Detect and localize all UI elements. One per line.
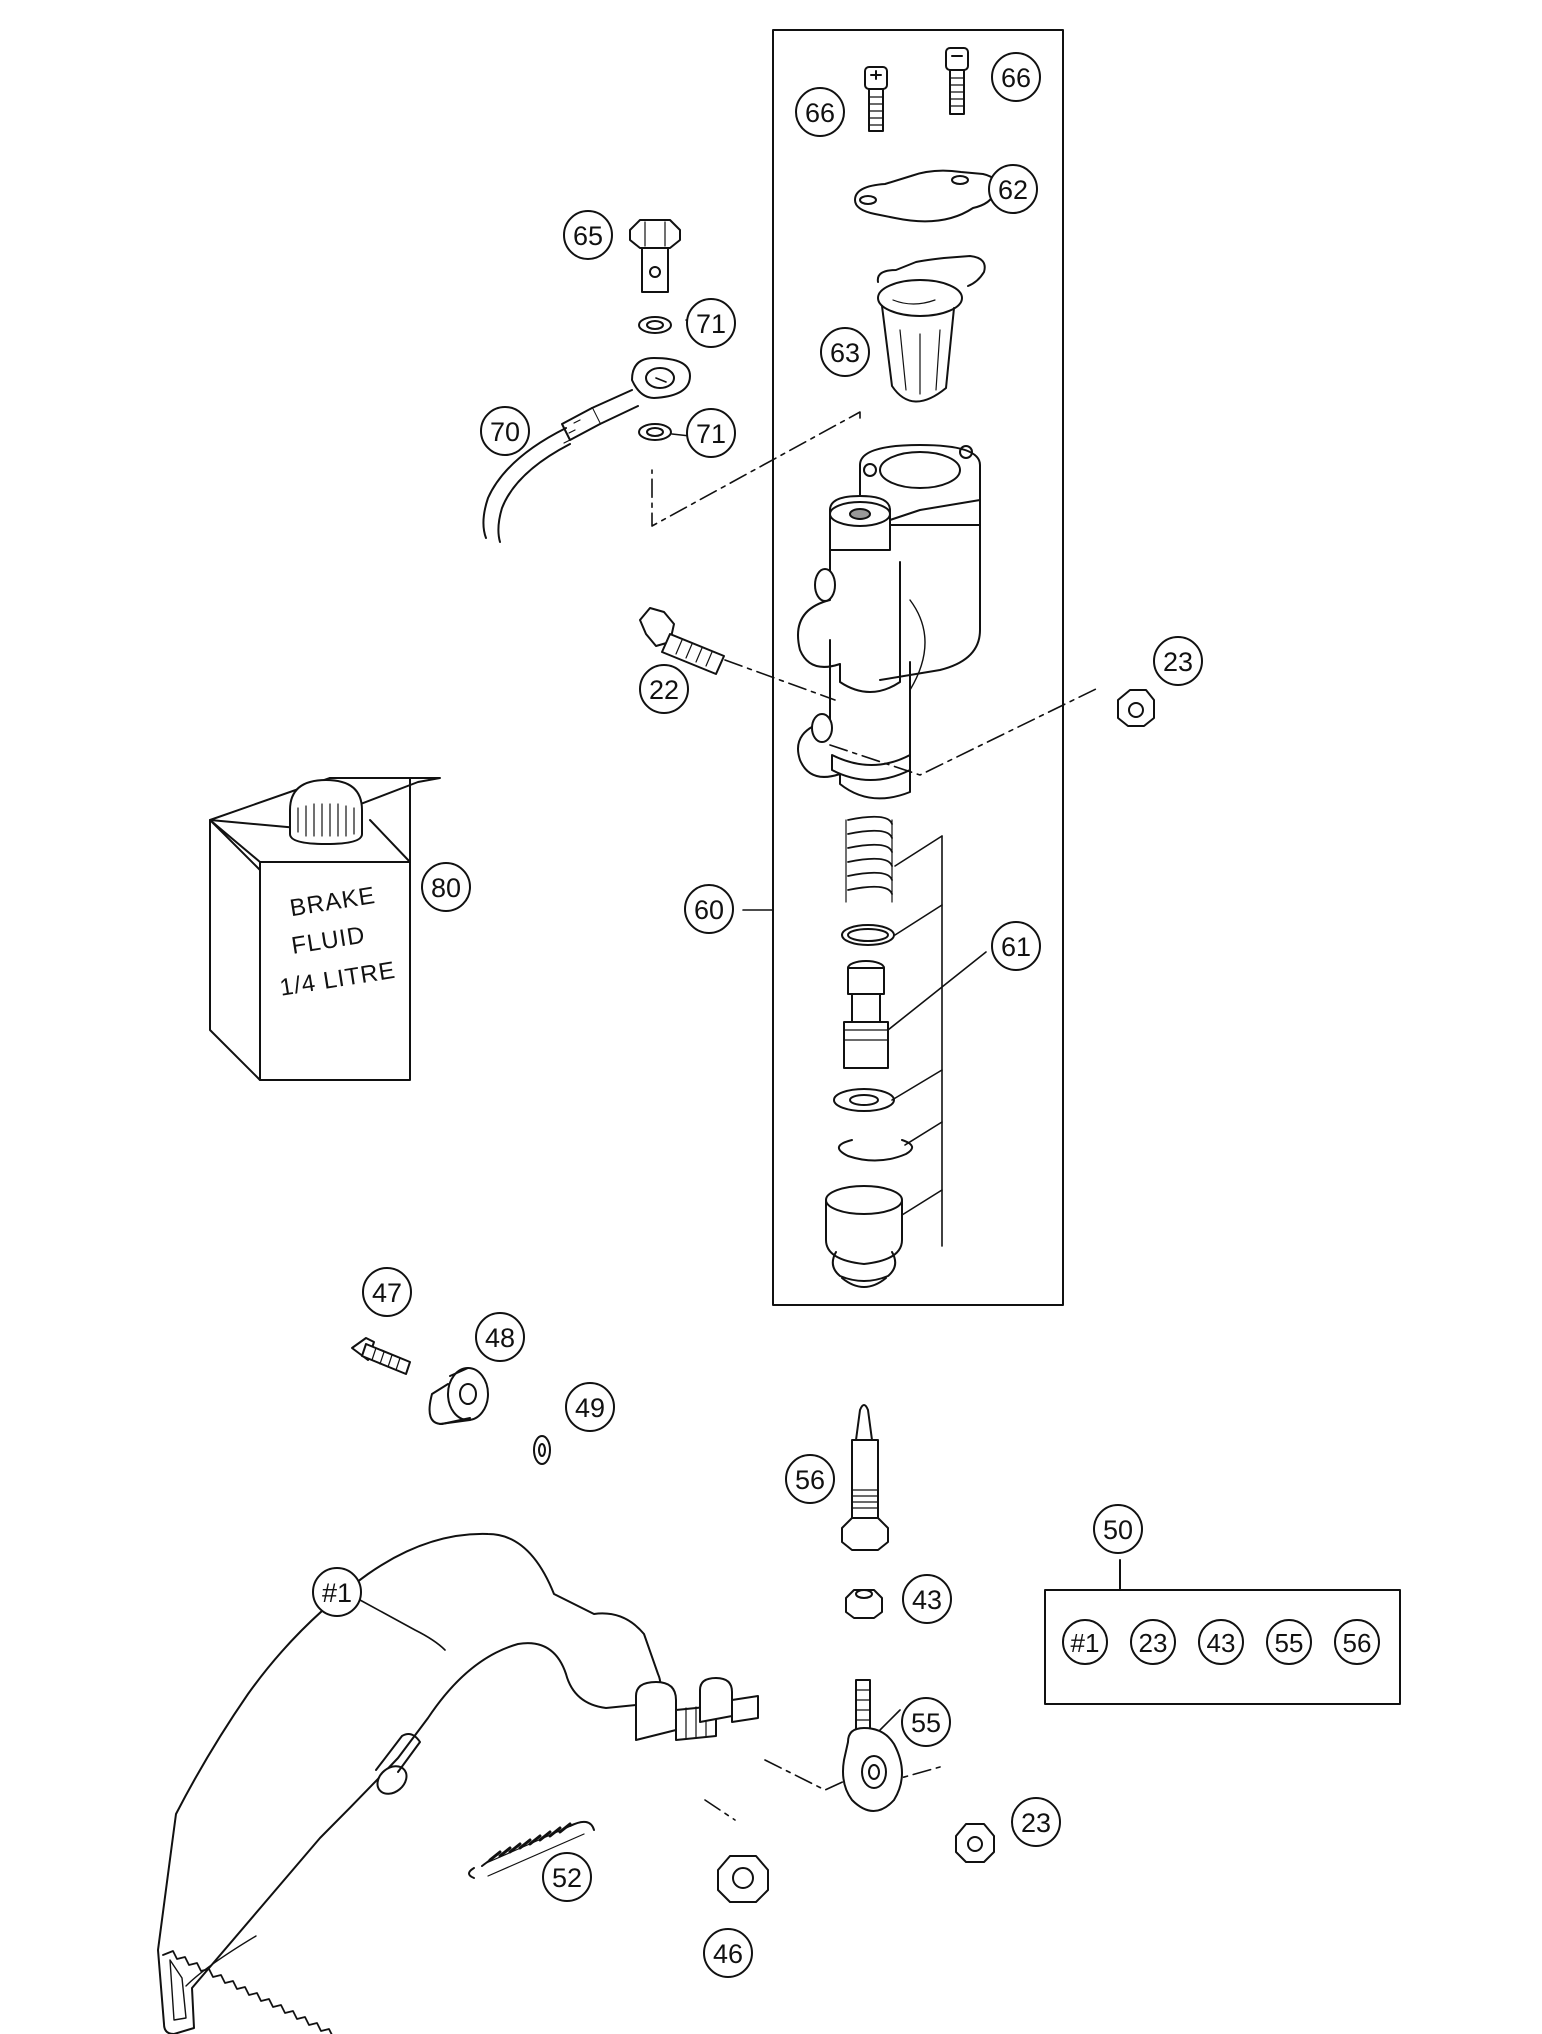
washer-71-upper-part [638, 316, 672, 334]
clevis-55-part [842, 1679, 903, 1812]
nut-46-part [717, 1855, 769, 1903]
nut-23-upper-part [1117, 689, 1155, 727]
callout-62: 62 [998, 175, 1028, 205]
callout-22: 22 [649, 675, 679, 705]
callout-70: 70 [490, 417, 520, 447]
kit-item-1: #1 [1071, 1628, 1100, 1658]
dust-boot-part [825, 1185, 903, 1288]
washer-49-part [533, 1435, 551, 1465]
callout-50: 50 [1103, 1515, 1133, 1545]
kit-contents-box [1044, 1589, 1401, 1705]
brake-pedal-1-part [157, 1532, 759, 2034]
reservoir-cover-62-part [854, 169, 998, 223]
o-ring-part [841, 924, 895, 946]
reservoir-diaphragm-63-part [876, 255, 986, 403]
callout-23-upper: 23 [1163, 647, 1193, 677]
callout-66-left: 66 [805, 98, 835, 128]
push-rod-56-part [841, 1404, 889, 1551]
nut-43-part [845, 1589, 883, 1619]
callout-55: 55 [911, 1708, 941, 1738]
callout-61: 61 [1001, 932, 1031, 962]
nut-23-lower-part [955, 1823, 995, 1863]
kit-60-leaders [742, 835, 987, 1247]
washer-71-lower-part [638, 423, 672, 441]
callout-71-upper: 71 [696, 309, 726, 339]
callout-46: 46 [713, 1939, 743, 1969]
kit-item-23: 23 [1139, 1628, 1168, 1658]
kit-item-55: 55 [1275, 1628, 1304, 1658]
callout-43: 43 [912, 1585, 942, 1615]
leader-lines [359, 319, 901, 1731]
callout-23-lower: 23 [1021, 1808, 1051, 1838]
return-spring-52-part [468, 1820, 595, 1879]
master-cylinder-kit-frame [772, 29, 1064, 1306]
callout-65: 65 [573, 221, 603, 251]
callout-48: 48 [485, 1323, 515, 1353]
callout-49: 49 [575, 1393, 605, 1423]
flat-washer-part [833, 1088, 895, 1112]
bolt-22-part [639, 607, 725, 675]
callout-80: 80 [431, 873, 461, 903]
kit-item-56: 56 [1343, 1628, 1372, 1658]
callout-60: 60 [694, 895, 724, 925]
callout-52: 52 [552, 1863, 582, 1893]
master-cylinder-body-part [797, 444, 981, 800]
callout-1: #1 [322, 1578, 352, 1608]
piston-61-part [843, 960, 889, 1069]
spring-part [845, 815, 893, 903]
brake-fluid-can-80-part: BRAKE FLUID 1/4 LITRE [209, 777, 441, 1081]
screw-66-right-part [945, 47, 969, 115]
callout-63: 63 [830, 338, 860, 368]
callout-47: 47 [372, 1278, 402, 1308]
callout-71-lower: 71 [696, 419, 726, 449]
spacer-48-part [428, 1367, 489, 1425]
brake-hose-70-part [482, 357, 691, 543]
circlip-part [838, 1139, 913, 1162]
callout-56: 56 [795, 1465, 825, 1495]
banjo-bolt-65-part [629, 219, 681, 293]
callout-66-right: 66 [1001, 63, 1031, 93]
kit-item-43: 43 [1207, 1628, 1236, 1658]
screw-66-left-part [864, 66, 888, 132]
screw-47-part [351, 1337, 411, 1375]
callout-circles [312, 52, 1380, 1978]
